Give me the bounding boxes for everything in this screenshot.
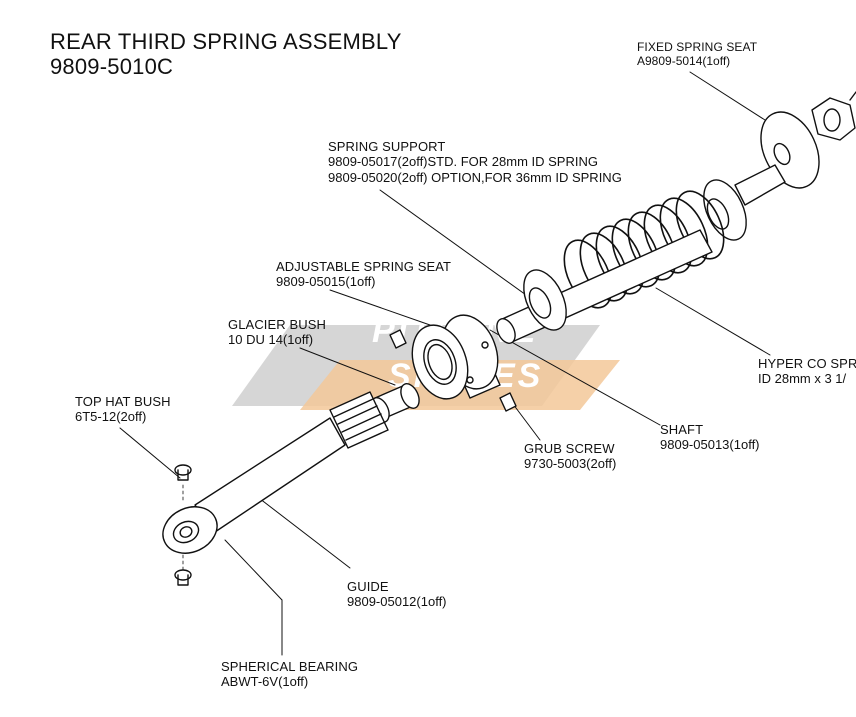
callout-fixed-spring-seat: FIXED SPRING SEAT A9809-5014(1off) xyxy=(637,40,757,68)
callout-name: GRUB SCREW xyxy=(524,441,615,456)
callout-spring-support: SPRING SUPPORT 9809-05017(2off)STD. FOR … xyxy=(328,139,622,185)
callout-part-number: 9809-05013(1off) xyxy=(660,437,760,453)
adjustable-spring-seat-drawing xyxy=(411,314,501,400)
callout-part-number: 10 DU 14(1off) xyxy=(228,332,314,348)
callout-shaft: SHAFT 9809-05013(1off) xyxy=(660,422,760,453)
callout-part-number: 6T5-12(2off) xyxy=(75,409,147,425)
callout-part-number: 9809-05015(1off) xyxy=(276,274,376,290)
spring-coils-drawing xyxy=(563,190,725,309)
callout-part-number: ABWT-6V(1off) xyxy=(221,674,309,690)
callout-name: SPRING SUPPORT xyxy=(328,139,446,154)
drawing-number: 9809-5010C xyxy=(50,53,174,79)
top-hat-bushes-drawing xyxy=(174,464,192,586)
callout-grub-screw: GRUB SCREW 9730-5003(2off) xyxy=(524,441,616,472)
callout-part-number: ID 28mm x 3 1/ xyxy=(758,371,847,387)
callout-name: SPHERICAL BEARING xyxy=(221,659,359,674)
callout-part-number: 9809-05017(2off)STD. FOR 28mm ID SPRING xyxy=(328,154,598,170)
grub-screws-drawing xyxy=(389,329,517,412)
callout-spherical-bearing: SPHERICAL BEARING ABWT-6V(1off) xyxy=(221,659,358,690)
callout-name: SHAFT xyxy=(660,422,704,437)
callout-name: HYPER CO SPR xyxy=(758,356,856,371)
upper-spring-support-drawing xyxy=(703,164,786,241)
callout-guide: GUIDE 9809-05012(1off) xyxy=(347,579,447,610)
callout-name: GLACIER BUSH xyxy=(228,317,327,332)
callout-name: FIXED SPRING SEAT xyxy=(637,40,758,54)
lower-spring-support-drawing xyxy=(523,269,567,331)
guide-drawing xyxy=(194,391,389,533)
drawing-title-line1: REAR THIRD SPRING ASSEMBLY xyxy=(50,29,402,54)
callout-glacier-bush: GLACIER BUSH 10 DU 14(1off) xyxy=(228,317,326,348)
callout-part-number: 9730-5003(2off) xyxy=(524,456,617,472)
callout-name: ADJUSTABLE SPRING SEAT xyxy=(276,259,452,274)
callout-option-part-number: 9809-05020(2off) OPTION,FOR 36mm ID SPRI… xyxy=(328,169,622,185)
callout-name: GUIDE xyxy=(347,579,389,594)
callout-adjustable-spring-seat: ADJUSTABLE SPRING SEAT 9809-05015(1off) xyxy=(276,259,451,290)
callout-part-number: 9809-05012(1off) xyxy=(347,594,447,610)
callout-hyper-co-spring: HYPER CO SPR ID 28mm x 3 1/ xyxy=(758,356,856,387)
leader-lines xyxy=(119,71,771,656)
callout-top-hat-bush: TOP HAT BUSH 6T5-12(2off) xyxy=(75,394,171,425)
drawing-title: REAR THIRD SPRING ASSEMBLY 9809-5010C xyxy=(50,29,402,79)
spherical-bearing-drawing xyxy=(162,506,218,554)
callout-part-number: A9809-5014(1off) xyxy=(637,54,731,69)
callout-name: TOP HAT BUSH xyxy=(75,394,171,409)
